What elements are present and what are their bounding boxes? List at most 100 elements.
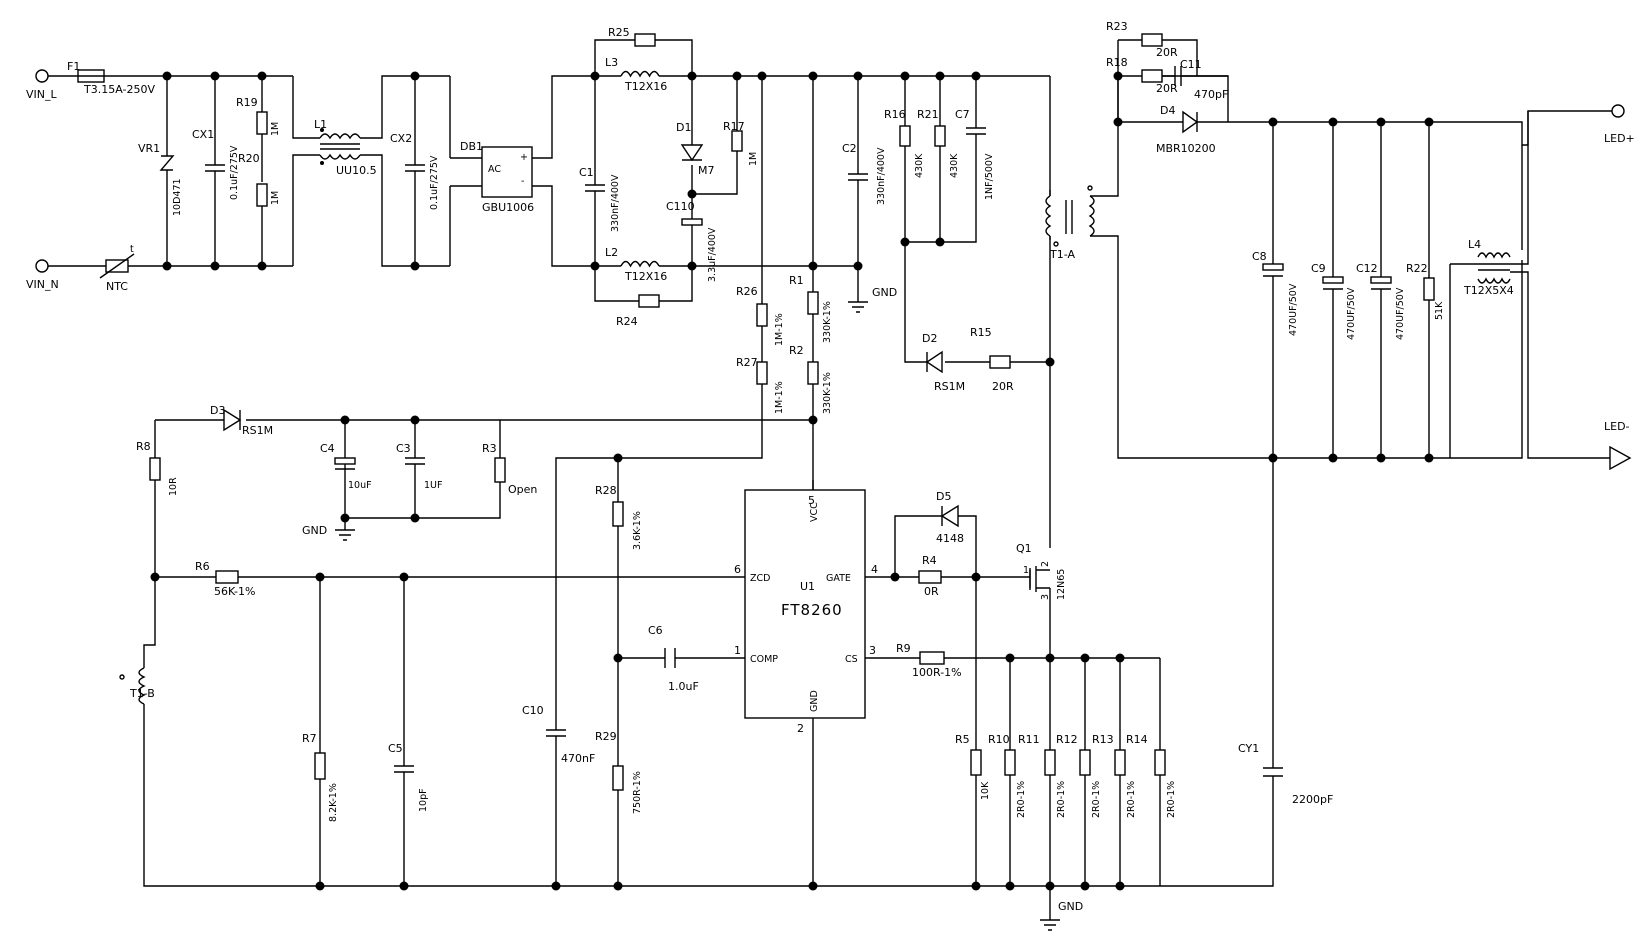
ref-label: R27 xyxy=(736,356,758,369)
resistor-r15[interactable]: R15 20R xyxy=(970,326,1014,393)
resistor-r11[interactable]: R11 2R0-1% xyxy=(1018,733,1067,818)
resistor-r26[interactable]: R26 1M-1% xyxy=(736,285,785,346)
resistor-icon xyxy=(612,765,624,791)
transformer-icon xyxy=(1045,195,1052,237)
resistor-icon xyxy=(919,651,945,665)
capacitor-icon xyxy=(1263,767,1283,777)
ref-label: R16 xyxy=(884,108,906,121)
resistor-r23[interactable]: R23 20R xyxy=(1106,20,1178,59)
diode-d4[interactable]: D4 MBR10200 xyxy=(1156,104,1216,155)
mosfet-q1[interactable]: Q1 1 2 3 12N65 xyxy=(1016,542,1067,600)
resistor-r10[interactable]: R10 2R0-1% xyxy=(988,733,1027,818)
ref-label: L2 xyxy=(605,246,618,259)
resistor-icon xyxy=(989,355,1011,369)
capacitor-c110[interactable]: C110 3.3uF/400V xyxy=(666,200,718,282)
ref-label: VR1 xyxy=(138,142,160,155)
capacitor-c6[interactable]: C6 1.0uF xyxy=(648,624,699,693)
resistor-r3[interactable]: R3 Open xyxy=(482,442,537,496)
thermistor-ntc[interactable]: t NTC xyxy=(99,244,135,293)
fuse-f1[interactable]: F1 T3.15A-250V xyxy=(67,60,155,96)
resistor-r24[interactable]: R24 xyxy=(616,294,660,328)
diode-d5[interactable]: D5 4148 xyxy=(936,490,964,545)
resistor-r6[interactable]: R6 56K-1% xyxy=(195,560,255,598)
resistor-r20[interactable]: R20 1M xyxy=(238,152,281,207)
capacitor-cx1[interactable]: CX1 0.1uF/275V xyxy=(192,128,240,200)
transformer-t1-a[interactable]: T1-A xyxy=(1045,185,1105,261)
value-label: T12X16 xyxy=(624,80,667,93)
varistor-vr1[interactable]: VR1 10D471 xyxy=(138,142,183,216)
inductor-l4[interactable]: L4 T12X5X4 xyxy=(1463,238,1514,297)
resistor-r16[interactable]: R16 430K xyxy=(884,108,925,178)
value-label: 20R xyxy=(1156,82,1178,95)
value-label: 1M-1% xyxy=(774,313,785,346)
capacitor-c7[interactable]: C7 1NF/500V xyxy=(955,108,995,200)
pin-number-gnd: 2 xyxy=(797,722,804,735)
ref-label: C2 xyxy=(842,142,857,155)
pin-label-gnd: GND xyxy=(809,690,820,712)
resistor-icon xyxy=(756,361,768,385)
capacitor-c10[interactable]: C10 470nF xyxy=(522,704,595,765)
bridge-db1[interactable]: DB1 AC + - GBU1006 xyxy=(450,140,534,214)
capacitor-c12[interactable]: C12 470UF/50V xyxy=(1356,262,1406,340)
resistor-r17[interactable]: R17 1M xyxy=(723,120,759,166)
resistor-r27[interactable]: R27 1M-1% xyxy=(736,356,785,414)
ref-label: R15 xyxy=(970,326,992,339)
capacitor-c1[interactable]: C1 330nF/400V xyxy=(579,166,621,232)
resistor-r8[interactable]: R8 10R xyxy=(136,440,179,496)
resistor-icon xyxy=(1154,749,1166,776)
capacitor-c5[interactable]: C5 10pF xyxy=(388,742,429,812)
capacitor-c2[interactable]: C2 330nF/400V xyxy=(842,142,887,205)
value-label: 3.6K-1% xyxy=(632,511,643,550)
resistor-r1[interactable]: R1 330K-1% xyxy=(789,274,833,343)
resistor-icon xyxy=(1141,69,1163,83)
ic-u1[interactable]: 5 VCC 6 ZCD 4 GATE 1 COMP 3 CS 2 GND U1 … xyxy=(734,480,878,735)
port-led-plus[interactable]: LED+ xyxy=(1604,104,1635,145)
value-label: 2R0-1% xyxy=(1091,781,1102,818)
value-label: 10K xyxy=(980,781,991,800)
inductor-l1[interactable]: L1 UU10.5 xyxy=(314,118,377,177)
capacitor-c3[interactable]: C3 1UF xyxy=(396,442,442,491)
capacitor-cx2[interactable]: CX2 0.1uF/275V xyxy=(390,132,440,210)
resistor-r12[interactable]: R12 2R0-1% xyxy=(1056,733,1102,818)
ref-label: U1 xyxy=(800,580,815,593)
resistor-r5[interactable]: R5 10K xyxy=(955,733,991,800)
port-label: LED- xyxy=(1604,420,1630,433)
inductor-l2[interactable]: L2 T12X16 xyxy=(605,246,667,283)
resistor-icon xyxy=(807,361,819,385)
resistor-r29[interactable]: R29 750R-1% xyxy=(595,730,643,814)
resistor-r14[interactable]: R14 2R0-1% xyxy=(1126,733,1177,818)
resistor-r9[interactable]: R9 100R-1% xyxy=(896,642,962,679)
resistor-icon xyxy=(215,570,239,584)
capacitor-cy1[interactable]: CY1 2200pF xyxy=(1238,742,1333,806)
port-vin-n[interactable]: VIN_N xyxy=(26,259,59,291)
resistor-r28[interactable]: R28 3.6K-1% xyxy=(595,484,643,550)
port-vin-l[interactable]: VIN_L xyxy=(26,69,57,101)
resistor-icon xyxy=(918,570,942,584)
resistor-r19[interactable]: R19 1M xyxy=(236,96,281,136)
value-label: NTC xyxy=(106,280,128,293)
capacitor-c8[interactable]: C8 470UF/50V xyxy=(1252,250,1299,336)
resistor-r2[interactable]: R2 330K-1% xyxy=(789,344,833,414)
resistor-r25[interactable]: R25 xyxy=(608,26,656,47)
pin-number-vcc: 5 xyxy=(808,494,815,507)
resistor-r21[interactable]: R21 430K xyxy=(917,108,960,178)
capacitor-c4[interactable]: C4 10uF xyxy=(320,442,372,491)
capacitor-c9[interactable]: C9 470UF/50V xyxy=(1311,262,1357,340)
resistor-r4[interactable]: R4 0R xyxy=(918,554,942,598)
arrow-port-icon xyxy=(1609,445,1632,471)
transformer-t1-b[interactable]: T1-B xyxy=(119,667,155,705)
capacitor-icon xyxy=(546,729,566,737)
ref-label: R2 xyxy=(789,344,804,357)
diode-d1[interactable]: D1 M7 xyxy=(676,121,715,177)
value-label: 0.1uF/275V xyxy=(229,145,240,200)
resistor-r7[interactable]: R7 8.2K-1% xyxy=(302,732,339,822)
diode-d2[interactable]: D2 RS1M xyxy=(922,332,965,393)
ground-gnd-bottom: GND xyxy=(1040,900,1083,931)
diode-d3[interactable]: D3 RS1M xyxy=(210,404,273,437)
port-led-minus[interactable]: LED- xyxy=(1604,420,1632,471)
ref-label: Q1 xyxy=(1016,542,1032,555)
resistor-r22[interactable]: R22 51K xyxy=(1406,262,1445,320)
inductor-l3[interactable]: L3 T12X16 xyxy=(605,56,667,93)
resistor-r13[interactable]: R13 2R0-1% xyxy=(1092,733,1137,818)
capacitor-c11[interactable]: C11 470pF xyxy=(1162,58,1228,101)
